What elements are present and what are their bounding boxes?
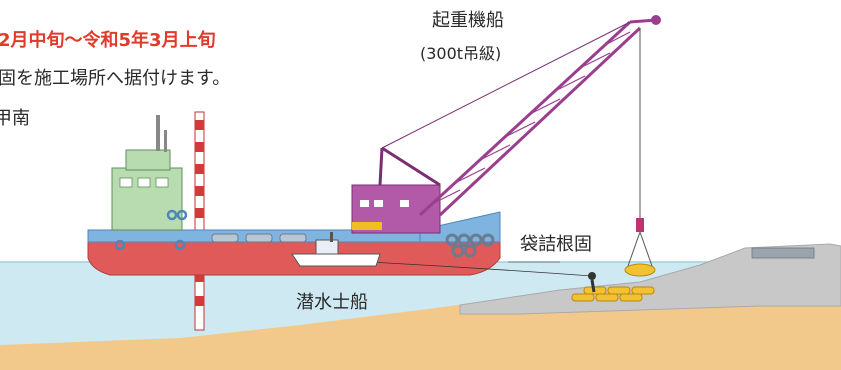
life-rings — [114, 209, 188, 251]
ship-cabin — [111, 167, 183, 231]
boom-pendant — [381, 21, 631, 149]
crane-warning-band — [352, 222, 382, 230]
cabin-windows — [119, 177, 169, 188]
hanging-sandbag — [624, 263, 656, 277]
a-frame-back — [381, 146, 441, 187]
schedule-line: 2月中旬～令和5年3月上旬 — [0, 30, 216, 51]
description-line: 固を施工場所へ据付けます。 — [0, 68, 231, 89]
crane-ship-label: 起重機船 — [432, 10, 504, 31]
placed-sandbags — [571, 286, 655, 302]
diver-boat-hull — [291, 253, 381, 267]
location-fragment: 甲南 — [0, 108, 30, 129]
diver-air-line — [369, 261, 593, 277]
existing-block — [751, 247, 815, 259]
ship-mast — [156, 115, 160, 151]
diver-boat-label: 潜水士船 — [296, 292, 368, 313]
boom-jib — [629, 18, 657, 24]
spud-pole-stripes — [195, 120, 204, 306]
boom-lattice — [429, 31, 631, 206]
bridge-deck — [125, 149, 171, 171]
sling-right — [639, 231, 653, 267]
diver-boat-mast — [330, 232, 333, 242]
crane-hook — [636, 218, 644, 232]
rubble-mound — [459, 243, 841, 315]
bow-deck — [419, 211, 501, 243]
sling-left — [627, 231, 641, 267]
deck-cargo — [211, 233, 307, 243]
bow-fenders — [445, 233, 495, 258]
spud-pole — [194, 111, 205, 331]
crane-windows — [360, 200, 409, 207]
diver-boat-cabin — [315, 239, 339, 255]
ship-antenna — [164, 130, 167, 152]
a-frame — [378, 147, 384, 186]
sandbag-base-label: 袋詰根固 — [520, 234, 592, 255]
crane-ship-capacity-label: (300t吊級) — [420, 44, 502, 63]
